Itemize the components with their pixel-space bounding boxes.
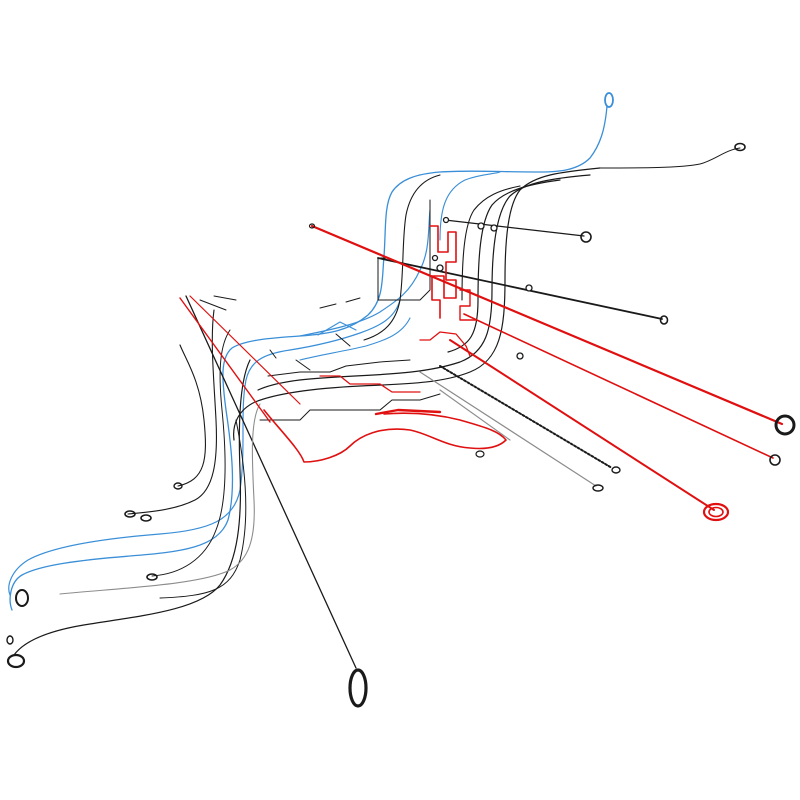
ring-terminal-icon xyxy=(611,466,621,474)
ring-terminal-icon xyxy=(173,482,183,490)
grey-line-group xyxy=(59,371,597,595)
ring-terminal-icon xyxy=(580,231,592,243)
red-line-loop xyxy=(263,409,507,463)
black-line-upper xyxy=(444,219,585,237)
black-line-swoop-4 xyxy=(151,329,231,577)
black-line-arc-2 xyxy=(257,174,591,391)
ring-terminal-icon xyxy=(708,506,724,518)
ring-terminal-icon xyxy=(308,223,316,229)
red-line-third xyxy=(463,313,774,459)
ring-terminal-icon xyxy=(348,668,368,708)
blue-line-rise xyxy=(439,171,501,241)
black-line-group xyxy=(13,147,741,669)
red-line-left-2 xyxy=(189,295,301,405)
red-line-group xyxy=(179,224,784,511)
black-line-lower-mid-2 xyxy=(267,359,411,377)
red-line-left-1 xyxy=(179,297,271,423)
station-dot xyxy=(436,264,444,272)
station-dot xyxy=(516,352,524,360)
black-line-dotted xyxy=(439,365,613,469)
station-dot xyxy=(525,284,533,292)
red-line-secondary xyxy=(449,339,715,511)
ring-terminal-icon xyxy=(140,514,152,522)
ring-terminal-icon xyxy=(124,510,136,518)
blue-line-short xyxy=(317,321,357,336)
station-dot xyxy=(490,224,498,232)
terminals-group xyxy=(6,92,796,708)
black-line-top-right xyxy=(599,147,741,169)
black-line-arc-4 xyxy=(461,185,521,301)
blue-line-top xyxy=(9,105,608,611)
ring-terminal-icon xyxy=(604,92,614,108)
ring-terminal-icon xyxy=(475,450,485,458)
ring-terminal-icon xyxy=(659,315,669,325)
black-line-frame-left xyxy=(363,174,441,341)
ring-terminal-icon xyxy=(774,414,796,436)
ring-terminal-icon xyxy=(592,484,604,492)
black-line-swoop-5 xyxy=(159,419,247,599)
grey-line-diagonal xyxy=(419,371,597,487)
black-line-main xyxy=(377,257,663,320)
grey-line-diagonal-2 xyxy=(439,389,511,441)
red-line-zigzag xyxy=(429,225,457,319)
black-line-to-bottom xyxy=(185,295,357,669)
station-dot xyxy=(431,254,439,262)
ring-terminal-icon xyxy=(6,653,26,669)
black-line-swoop-2 xyxy=(127,309,217,515)
ring-terminal-icon xyxy=(769,454,781,466)
black-line-arc-3 xyxy=(447,179,561,353)
red-line-inner xyxy=(319,375,421,393)
ring-terminal-icon xyxy=(734,142,746,152)
red-line-main xyxy=(310,224,784,426)
station-dot xyxy=(442,216,450,224)
blue-line-fourth xyxy=(299,317,411,361)
ring-terminal-icon xyxy=(15,589,29,607)
black-line-lower-mid xyxy=(259,393,441,421)
station-dot xyxy=(477,222,485,230)
ring-terminal-icon xyxy=(702,502,730,522)
ring-terminal-icon xyxy=(6,635,14,645)
blue-line-second xyxy=(299,209,431,337)
black-line-swoop-3 xyxy=(177,344,206,487)
red-line-inner-2 xyxy=(419,331,471,357)
grey-line-curve xyxy=(59,403,261,595)
stations-group xyxy=(431,216,533,360)
red-line-arrow xyxy=(374,408,442,416)
red-line-zigzag-2 xyxy=(459,289,477,321)
black-line-arc-1 xyxy=(233,167,601,441)
ring-terminal-icon xyxy=(146,573,158,581)
black-line-swoop-1 xyxy=(13,359,251,656)
black-line-ticks xyxy=(199,295,361,371)
